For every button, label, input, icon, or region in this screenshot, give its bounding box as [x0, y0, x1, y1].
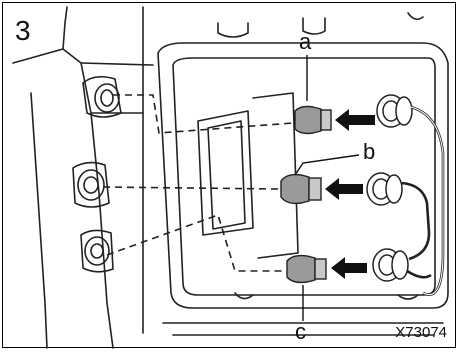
bulb-icon-b	[281, 175, 321, 204]
bulb-icon-c	[287, 256, 326, 283]
socket-hole-a	[95, 84, 119, 112]
guide-line-a	[113, 95, 293, 133]
socket-hole-b	[78, 170, 104, 200]
leader-line-b	[295, 155, 359, 175]
callout-label-c: c	[295, 321, 306, 343]
arrow-left-icon-a	[335, 109, 375, 131]
callout-label-b: b	[363, 141, 375, 163]
guide-line-c	[107, 215, 285, 271]
step-number: 3	[15, 17, 31, 45]
figure-code: X73074	[395, 324, 447, 341]
callout-label-a: a	[299, 31, 311, 53]
socket-icon-a	[377, 95, 412, 127]
bulb-icon-a	[295, 107, 331, 134]
socket-icon-b	[367, 173, 402, 205]
arrow-left-icon-c	[331, 257, 367, 279]
illustration-frame: 3 a b c X73074	[2, 2, 456, 348]
socket-icon-c	[373, 249, 408, 281]
body-panel-inner	[31, 93, 47, 348]
socket-hole-c	[85, 237, 109, 265]
arrow-left-icon-b	[325, 178, 363, 200]
lamp-bulb-diagram	[3, 3, 460, 355]
